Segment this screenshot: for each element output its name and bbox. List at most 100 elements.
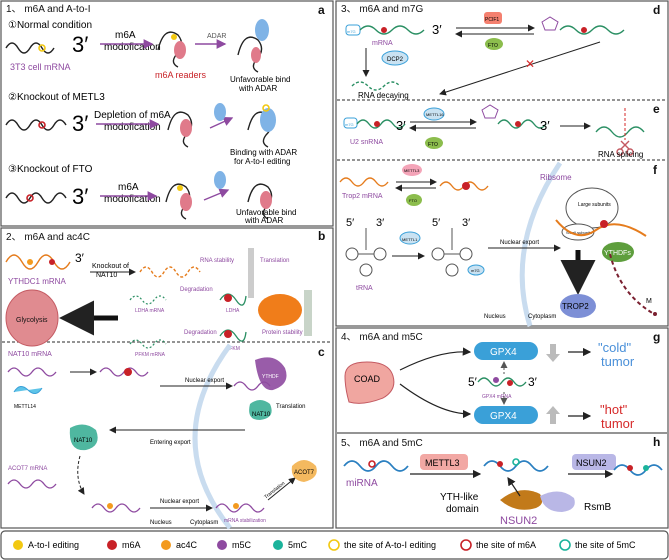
legend-label: the site of A-to-I editing: [344, 540, 436, 550]
m5c-dot: [493, 377, 499, 383]
arrow: [267, 477, 296, 501]
section-3-title: 3、 m6A and m7G: [341, 4, 423, 15]
hot-label: tumor: [601, 416, 635, 431]
panel-letter-c: c: [318, 345, 325, 359]
cond-knockout-fto: ③Knockout of FTO: [8, 164, 93, 175]
rna-strand: [559, 25, 625, 35]
legend-item: the site of 5mC: [559, 539, 636, 551]
entering-export-label: Entering export: [150, 440, 191, 446]
ldha-rna: [219, 293, 247, 306]
m6a-mod-label: m6A: [118, 182, 139, 193]
m6a-dot: [497, 461, 503, 467]
cytoplasm-label: Cytoplasm: [190, 520, 218, 526]
nat10-mrna-label: NAT10 mRNA: [8, 351, 52, 358]
panel-letter-b: b: [318, 229, 325, 243]
adar-shape: [260, 108, 276, 132]
three-prime-label: 3′: [540, 118, 550, 133]
legend-label: A-to-I editing: [28, 540, 79, 550]
ythdf-shape: [255, 357, 287, 391]
m7g-label: m7G: [471, 268, 480, 273]
m7g-cap: [481, 104, 499, 119]
ldha-mrna: [129, 295, 167, 305]
rna-strand: [5, 42, 55, 54]
m6a-reader-shape: [174, 41, 186, 59]
scissors-icon: [616, 140, 634, 156]
trop2-label: TROP2: [562, 302, 589, 311]
three-prime-label: 3′: [396, 118, 406, 133]
panel-letter-a: a: [318, 3, 325, 17]
nuclear-export-label: Nuclear export: [185, 378, 224, 384]
unfavorable-label: with ADAR: [238, 84, 277, 93]
m6a-dot: [49, 259, 55, 265]
translation-label: Translation: [260, 258, 289, 264]
nuclear-membrane: [192, 343, 233, 530]
section-2-title: 2、 m6A and ac4C: [6, 232, 90, 243]
panel-a: ①Normal condition 3′ 3T3 cell mRNA m6A m…: [5, 19, 297, 225]
legend-label: the site of m6A: [476, 540, 536, 550]
pfkm-protein: [224, 330, 232, 338]
arrow: [399, 383, 472, 419]
trop2-mrna-label: Trop2 mRNA: [342, 193, 383, 200]
decaying-rna: [351, 81, 401, 91]
mettl16-shape: [423, 107, 445, 121]
rna-strand: [7, 479, 57, 489]
gpx4-bottom: [474, 406, 538, 424]
editing-site: [38, 44, 46, 52]
ac4c-dot: [233, 503, 239, 509]
section-4-title: 4、 m6A and m5C: [341, 332, 423, 343]
m7g-label: m7G: [347, 29, 356, 34]
section-5-title: 5、 m6A and 5mC: [341, 438, 423, 449]
rna-strand: [7, 367, 57, 377]
unfavorable-label: Unfavorable bind: [230, 75, 290, 84]
legend-a-to-i-dot: [13, 540, 23, 550]
m6a-site: [26, 194, 34, 202]
cold-label: "cold": [598, 340, 631, 355]
nsun2-shape: [572, 454, 616, 470]
cond-knockout-mettl3: ②Knockout of METL3: [8, 92, 105, 103]
trna-label: tRNA: [356, 285, 373, 292]
legend-item: 5mC: [273, 540, 308, 550]
fto-label: FTO: [488, 43, 498, 49]
m6a-dot: [374, 121, 380, 127]
arrow: [209, 117, 234, 129]
m6a-dot: [462, 182, 470, 190]
fto-shape: [425, 137, 443, 149]
glycolysis-label: Glycolysis: [16, 317, 48, 324]
blocked-mark: ✕: [525, 57, 535, 71]
ldha-label: LDHA: [226, 308, 240, 314]
small-subunit-label: Small subunits: [566, 230, 592, 235]
down-arrow-icon: [546, 344, 560, 362]
rna-strand: [5, 192, 67, 204]
three-prime-label: 3′: [376, 217, 384, 229]
nat10-label: NAT10: [252, 412, 271, 418]
rsmb-shape: [540, 491, 575, 512]
panel-c: NAT10 mRNA METTL14 Nuclear export YTHDF …: [7, 343, 317, 530]
gpx4-top: [474, 342, 538, 360]
mrna-strand: [555, 219, 647, 237]
ac4c-dot: [27, 259, 33, 265]
m7g-cap: [541, 16, 559, 31]
mettl3-shape: [420, 454, 468, 470]
up-arrow-icon: [546, 406, 560, 424]
rna-strand: [139, 266, 201, 278]
mettl14-label: METTL14: [14, 404, 36, 410]
protein-aggregate: [258, 294, 302, 326]
large-subunit-label: Large subunits: [578, 202, 611, 208]
acot7-mrna-label: ACOT7 mRNA: [8, 466, 47, 472]
editing-site: [262, 104, 270, 112]
nucleus-label: Nucleus: [484, 314, 506, 320]
mettl16-label: METTL16: [426, 112, 444, 117]
nat10-label: NAT10: [74, 438, 93, 444]
grey-arrow: [304, 290, 312, 336]
nsun2-label: NSUN2: [576, 458, 607, 468]
panel-letter-e: e: [653, 102, 660, 116]
mrna-stab-label: mRNA stabilization: [224, 518, 266, 524]
fto-label: FTO: [409, 198, 417, 203]
gpx4-top-label: GPX4: [490, 347, 517, 358]
cell-mrna-label: 3T3 cell mRNA: [10, 62, 71, 72]
fto-shape: [485, 38, 503, 50]
rna-strand: [356, 119, 406, 129]
legend-item: the site of m6A: [460, 539, 536, 551]
yth-label: domain: [446, 504, 479, 515]
m6a-dot: [515, 121, 521, 127]
